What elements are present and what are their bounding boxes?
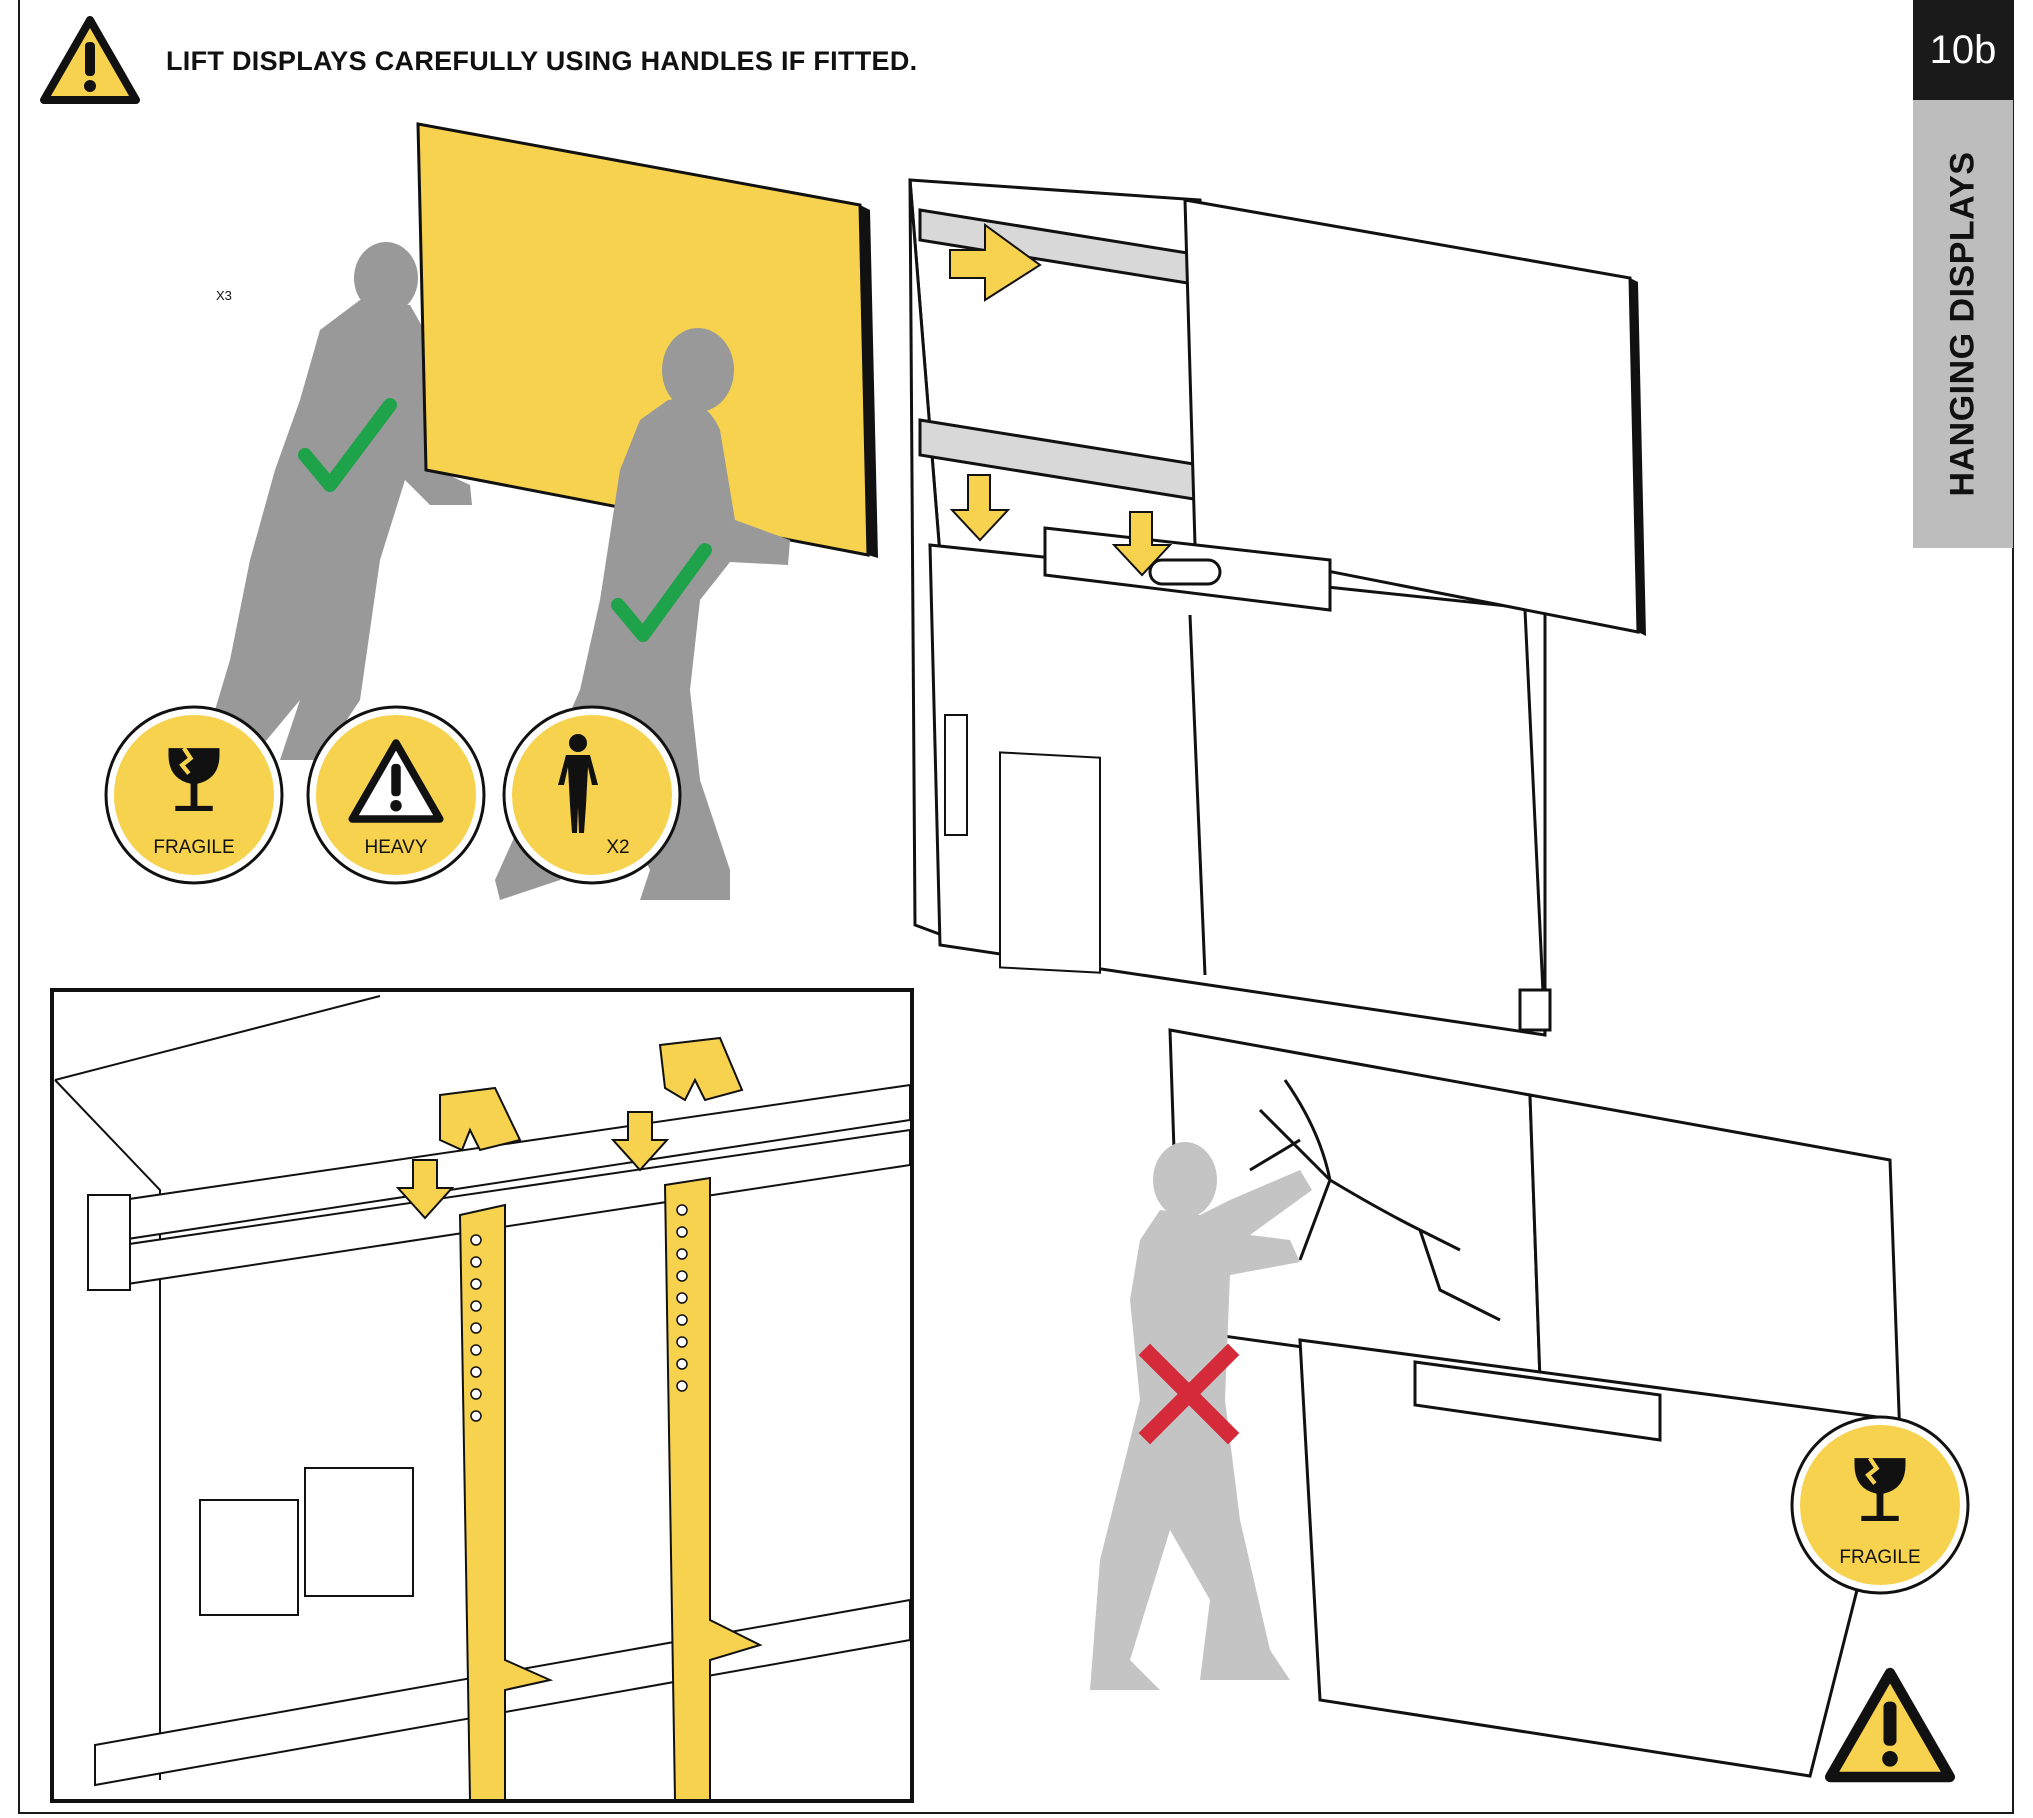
svg-text:HEAVY: HEAVY — [364, 837, 427, 858]
detail-inset — [52, 990, 912, 1801]
svg-text:FRAGILE: FRAGILE — [153, 837, 234, 858]
fragile-badge: FRAGILE — [106, 707, 282, 883]
warning-triangle-icon — [44, 20, 136, 100]
warning-triangle-icon — [1830, 1673, 1950, 1777]
heavy-badge: HEAVY — [308, 707, 484, 883]
svg-text:FRAGILE: FRAGILE — [1839, 1547, 1920, 1568]
svg-text:X2: X2 — [606, 837, 629, 858]
displays-wall — [1170, 1030, 1900, 1776]
fragile-badge-bottom: FRAGILE — [1792, 1417, 1968, 1593]
two-person-badge: X2 — [504, 707, 680, 883]
